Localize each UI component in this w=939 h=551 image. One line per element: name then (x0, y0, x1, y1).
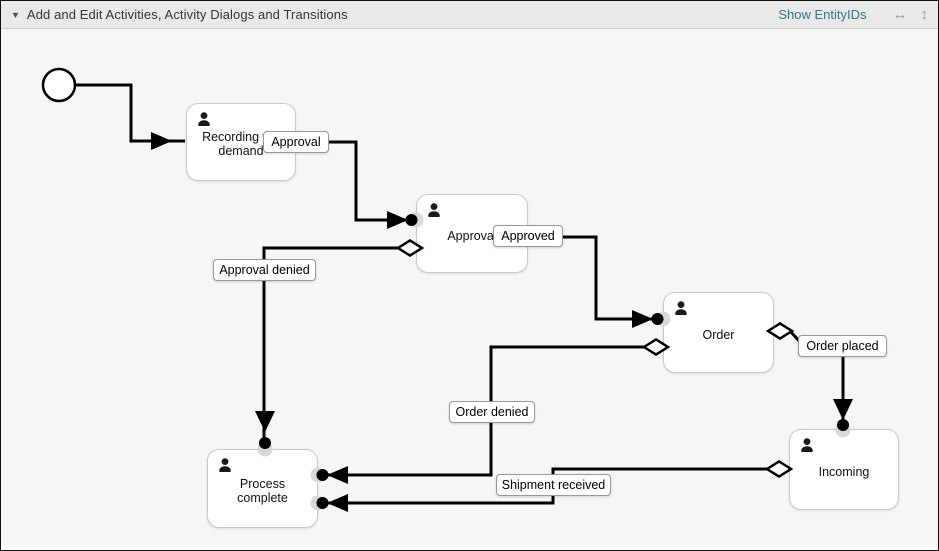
person-icon (218, 458, 232, 472)
arrowhead-icon (833, 399, 853, 420)
endpoint-dot (259, 437, 271, 449)
transition-label-approval[interactable]: Approval (263, 131, 329, 153)
extend-canvas-width-icon[interactable]: ↔ (892, 6, 908, 23)
connection-start-to-recording[interactable] (76, 83, 185, 150)
arrowhead-icon (387, 211, 408, 229)
transition-label-shipment-received[interactable]: Shipment received (496, 474, 611, 496)
person-icon (197, 112, 211, 126)
activity-label: Process complete (237, 476, 288, 505)
activity-label: Recording the demand (202, 130, 280, 158)
start-event-circle[interactable] (41, 67, 77, 103)
show-entityids-link[interactable]: Show EntityIDs (778, 7, 867, 22)
connection-transition-approval[interactable] (296, 140, 424, 229)
widget-title: Add and Edit Activities, Activity Dialog… (26, 7, 348, 22)
transition-label-approved[interactable]: Approved (493, 225, 563, 247)
person-icon (800, 438, 814, 452)
connector-path (76, 83, 185, 143)
person-icon (427, 203, 441, 217)
activity-order[interactable]: Order (663, 292, 774, 373)
activity-label: Approval (447, 228, 497, 243)
arrowhead-icon (327, 466, 348, 484)
person-icon (674, 301, 688, 315)
arrowhead-icon (255, 411, 275, 432)
activity-label: Incoming (818, 464, 870, 479)
widget-header: ▼ Add and Edit Activities, Activity Dial… (1, 1, 938, 29)
arrowhead-icon (632, 310, 653, 328)
endpoint-dot (316, 469, 329, 481)
transition-label-order-denied[interactable]: Order denied (449, 401, 535, 423)
activity-process-complete[interactable]: Process complete (207, 449, 318, 528)
endpoint-dot (651, 313, 664, 325)
process-canvas[interactable]: Recording the demand Approval Order Inco… (1, 29, 938, 545)
connection-transition-approved[interactable] (528, 235, 671, 328)
collapse-triangle-icon[interactable]: ▼ (11, 9, 20, 20)
connector-path (296, 140, 414, 222)
transition-label-approval-denied[interactable]: Approval denied (213, 259, 316, 281)
endpoint-dot (316, 497, 329, 509)
activity-incoming[interactable]: Incoming (789, 429, 899, 510)
arrowhead-icon (151, 132, 172, 150)
activity-label: Order (702, 327, 735, 342)
extend-canvas-height-icon[interactable]: ↕ (920, 6, 929, 23)
transition-label-order-placed[interactable]: Order placed (798, 335, 887, 357)
source-diamond-icon (764, 460, 794, 478)
connector-path (528, 235, 661, 321)
arrowhead-icon (327, 494, 348, 512)
